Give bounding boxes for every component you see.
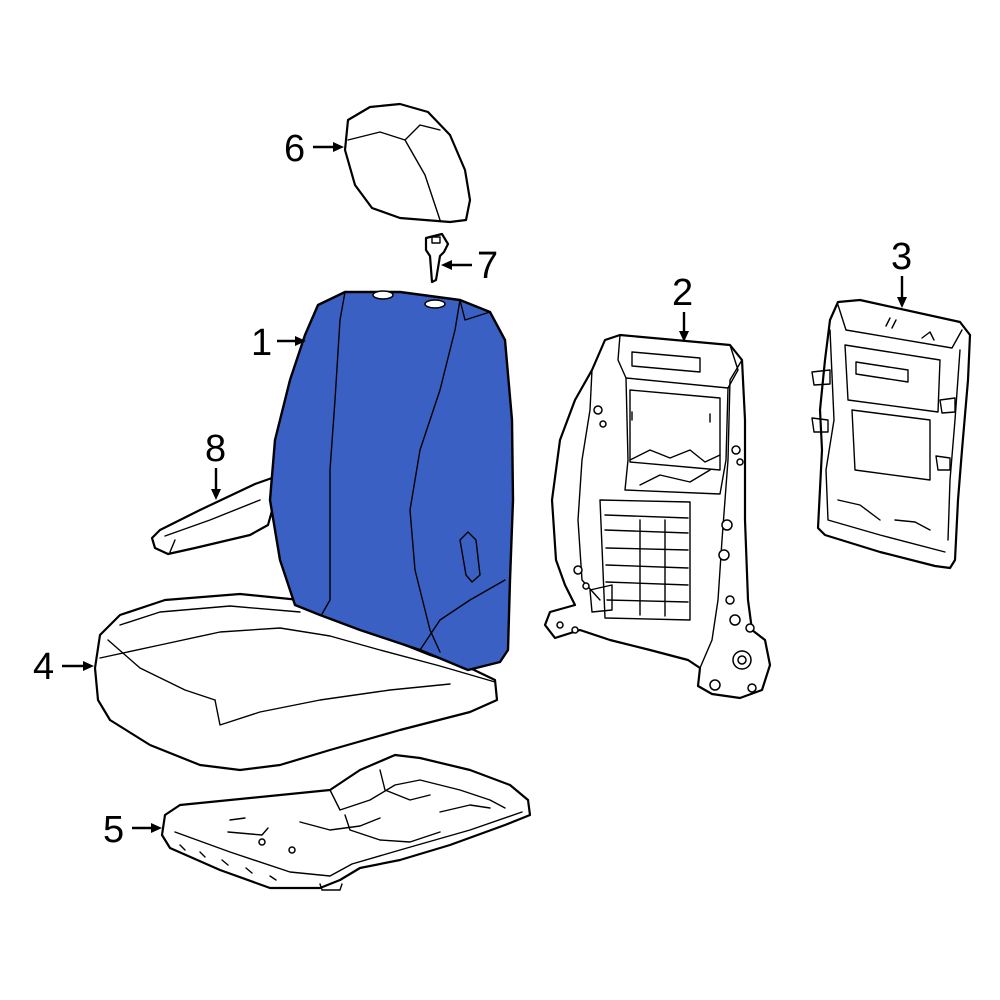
callout-4: 4 xyxy=(33,646,54,688)
callout-8: 8 xyxy=(205,428,226,470)
callout-1: 1 xyxy=(251,322,272,364)
seat-back-cushion[interactable] xyxy=(268,290,515,672)
headrest[interactable] xyxy=(343,102,472,224)
callout-arrows xyxy=(62,142,907,833)
armrest[interactable] xyxy=(150,476,277,556)
callout-labels: 1 2 3 4 5 6 7 8 xyxy=(33,128,912,851)
seat-cushion-pan[interactable] xyxy=(160,753,532,891)
callout-6: 6 xyxy=(284,128,305,170)
callout-2: 2 xyxy=(672,272,693,314)
callout-3: 3 xyxy=(891,236,912,278)
seat-back-panel[interactable] xyxy=(811,298,972,570)
seat-back-frame[interactable] xyxy=(543,333,772,700)
callout-5: 5 xyxy=(103,809,124,851)
headrest-guide[interactable] xyxy=(424,232,450,284)
callout-7: 7 xyxy=(477,245,498,287)
seat-cushion[interactable] xyxy=(93,592,499,772)
